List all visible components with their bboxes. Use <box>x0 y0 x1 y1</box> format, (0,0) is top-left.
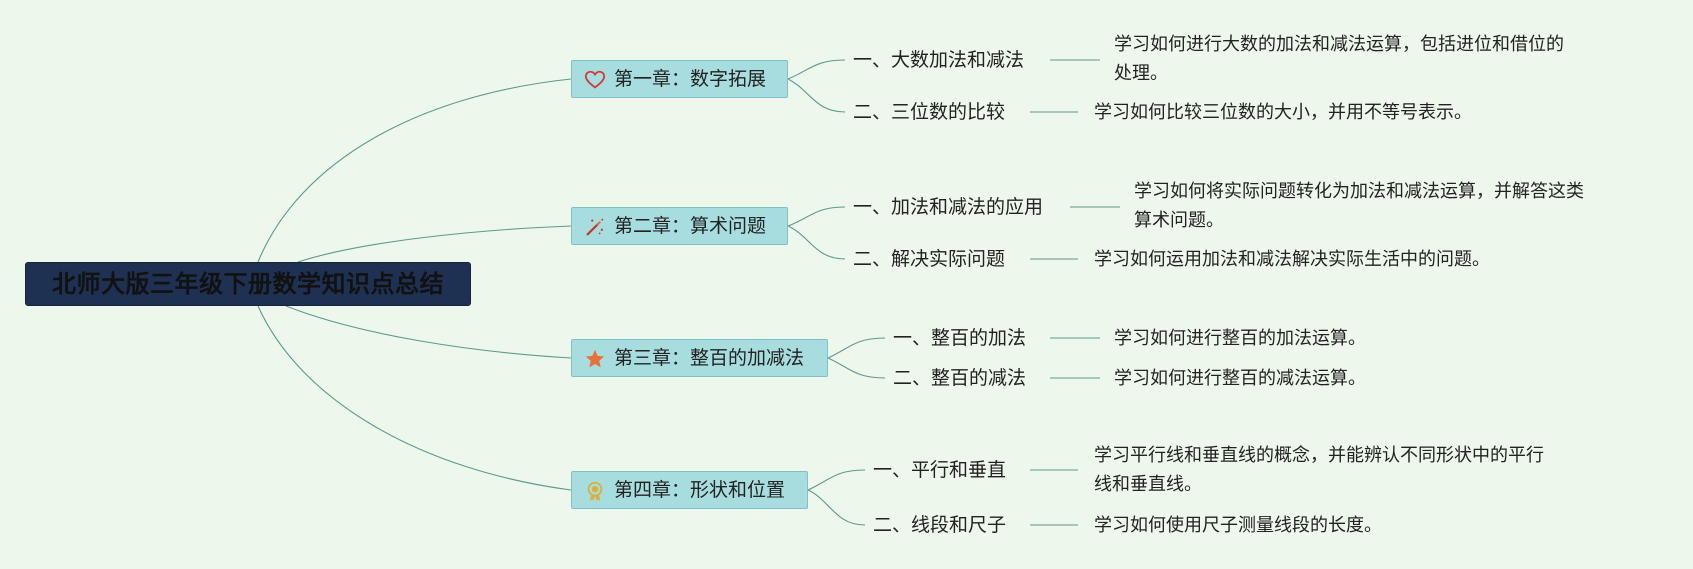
chapter-2-node[interactable]: 第二章：算术问题 <box>571 207 788 245</box>
chapter-1-section-2[interactable]: 二、三位数的比较 <box>853 101 1006 123</box>
chapter-3-section-1[interactable]: 一、整百的加法 <box>893 327 1027 349</box>
link-chapter-1-section-2 <box>787 78 846 113</box>
link-chapter-3-section-2 <box>827 357 886 379</box>
desc-line: 线和垂直线。 <box>1094 474 1202 495</box>
link-chapter-2-section-1 <box>787 206 846 227</box>
link-chapter-2-section-2 <box>787 225 846 260</box>
desc-line: 算术问题。 <box>1134 210 1224 231</box>
chapter-4-section-1-desc[interactable]: 学习平行线和垂直线的概念，并能辨认不同形状中的平行 线和垂直线。 <box>1094 441 1614 499</box>
chapter-1-title: 第一章：数字拓展 <box>614 68 767 90</box>
root-topic[interactable]: 北师大版三年级下册数学知识点总结 <box>25 262 471 306</box>
link-root-chapter-1 <box>257 78 572 263</box>
chapter-1-section-2-desc[interactable]: 学习如何比较三位数的大小，并用不等号表示。 <box>1094 98 1614 127</box>
chapter-2-section-2[interactable]: 二、解决实际问题 <box>853 248 1006 270</box>
chapter-4-section-1[interactable]: 一、平行和垂直 <box>873 459 1007 481</box>
desc-line: 学习如何进行整百的减法运算。 <box>1114 368 1366 389</box>
desc-line: 学习如何运用加法和减法解决实际生活中的问题。 <box>1094 249 1490 270</box>
desc-line: 处理。 <box>1114 63 1168 84</box>
star-icon <box>585 349 605 368</box>
chapter-4-title: 第四章：形状和位置 <box>614 479 786 501</box>
chapter-3-section-1-desc[interactable]: 学习如何进行整百的加法运算。 <box>1114 324 1634 353</box>
magic-wand-icon <box>586 218 604 236</box>
chapter-2-section-1[interactable]: 一、加法和减法的应用 <box>853 196 1044 218</box>
chapter-2-section-1-desc[interactable]: 学习如何将实际问题转化为加法和减法运算，并解答这类 算术问题。 <box>1134 177 1654 235</box>
chapter-3-section-2-desc[interactable]: 学习如何进行整百的减法运算。 <box>1114 364 1634 393</box>
chapter-4-node[interactable]: 第四章：形状和位置 <box>571 471 808 509</box>
link-chapter-4-section-2 <box>807 489 866 526</box>
desc-line: 学习如何进行整百的加法运算。 <box>1114 328 1366 349</box>
chapter-4-section-2[interactable]: 二、线段和尺子 <box>873 514 1007 536</box>
chapter-1-section-1[interactable]: 一、大数加法和减法 <box>853 49 1025 71</box>
chapter-1-section-1-desc[interactable]: 学习如何进行大数的加法和减法运算，包括进位和借位的 处理。 <box>1114 30 1634 88</box>
chapter-3-node[interactable]: 第三章：整百的加减法 <box>571 339 828 377</box>
heart-outline-icon <box>584 70 606 89</box>
desc-line: 学习平行线和垂直线的概念，并能辨认不同形状中的平行 <box>1094 445 1544 466</box>
link-root-chapter-4 <box>257 305 572 491</box>
chapter-3-title: 第三章：整百的加减法 <box>614 347 805 369</box>
link-chapter-4-section-1 <box>807 469 866 491</box>
desc-line: 学习如何比较三位数的大小，并用不等号表示。 <box>1094 102 1472 123</box>
chapter-4-section-2-desc[interactable]: 学习如何使用尺子测量线段的长度。 <box>1094 511 1614 540</box>
chapter-1-node[interactable]: 第一章：数字拓展 <box>571 60 788 98</box>
link-root-chapter-2 <box>297 225 572 263</box>
medal-icon <box>587 481 603 502</box>
link-chapter-3-section-1 <box>827 337 886 359</box>
chapter-3-section-2[interactable]: 二、整百的减法 <box>893 367 1027 389</box>
link-chapter-1-section-1 <box>787 59 846 80</box>
chapter-2-title: 第二章：算术问题 <box>614 215 767 237</box>
link-root-chapter-3 <box>285 305 572 359</box>
desc-line: 学习如何使用尺子测量线段的长度。 <box>1094 515 1382 536</box>
chapter-2-section-2-desc[interactable]: 学习如何运用加法和减法解决实际生活中的问题。 <box>1094 245 1614 274</box>
desc-line: 学习如何进行大数的加法和减法运算，包括进位和借位的 <box>1114 34 1564 55</box>
desc-line: 学习如何将实际问题转化为加法和减法运算，并解答这类 <box>1134 181 1584 202</box>
